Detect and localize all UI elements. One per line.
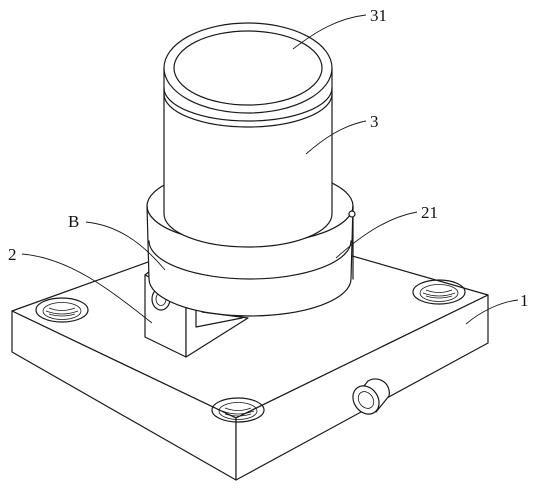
mounting-hole-front (211, 397, 265, 423)
base-plate (11, 225, 489, 481)
leader-3 (305, 120, 367, 155)
label-B: B (68, 212, 79, 231)
cylinder (163, 67, 333, 248)
label-21: 21 (421, 203, 438, 222)
mounting-hole-left (35, 297, 89, 323)
leader-B (85, 221, 166, 271)
mounting-hole-right (412, 279, 466, 305)
label-1: 1 (520, 291, 529, 310)
top-cap (163, 22, 333, 114)
leader-31 (292, 14, 367, 50)
leader-2 (21, 253, 153, 324)
leader-1 (465, 299, 519, 325)
side-knob (352, 378, 390, 415)
leader-21 (335, 211, 418, 259)
label-3: 3 (370, 112, 379, 131)
label-2: 2 (8, 245, 17, 264)
cylinder-body (163, 67, 333, 248)
label-31: 31 (370, 6, 387, 25)
